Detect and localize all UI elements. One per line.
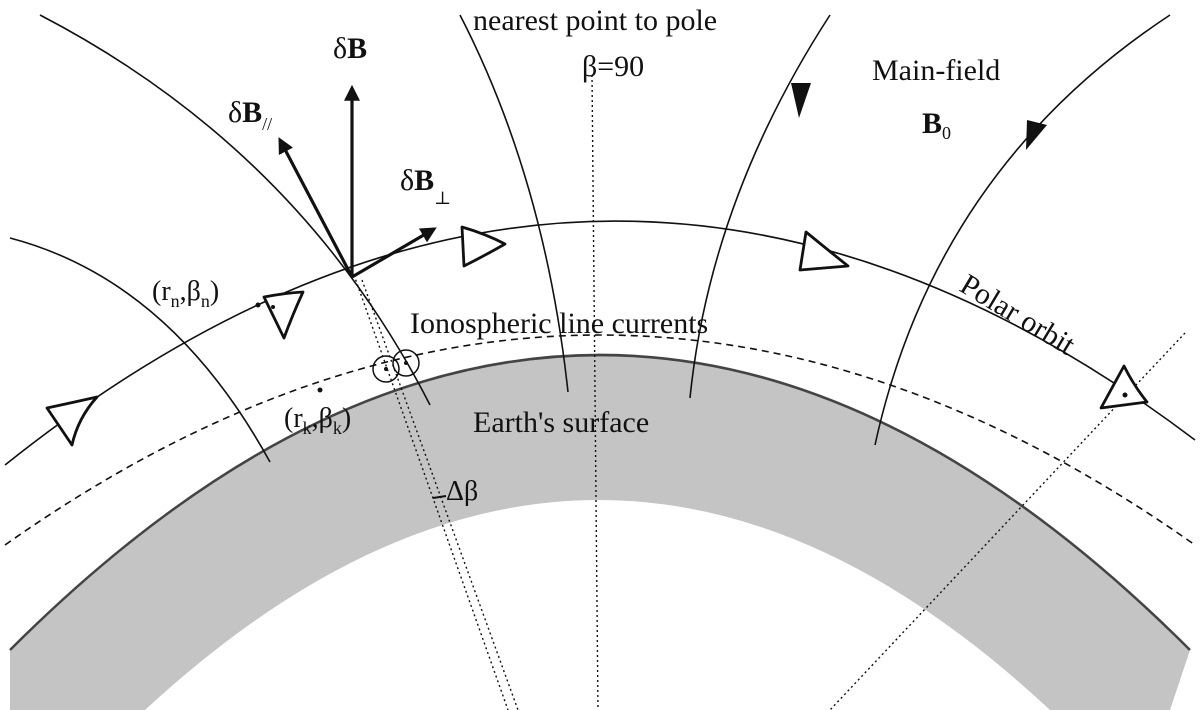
delta-beta-line-2 — [361, 279, 519, 710]
field-line-2 — [39, 14, 431, 406]
label-beta-90: β=90 — [582, 50, 644, 83]
current-circle-1 — [372, 355, 400, 383]
field-arrow-1 — [791, 83, 811, 118]
current-circle-2 — [392, 349, 420, 377]
earth-band — [10, 355, 1190, 710]
label-delta-b-parallel: δB// — [228, 96, 272, 134]
label-rk-beta-k: (rk,βk) — [284, 403, 351, 438]
label-earth-surface: Earth's surface — [473, 406, 649, 439]
current-dot-1 — [384, 367, 388, 371]
polar-orbit-path — [4, 220, 1196, 466]
vector-delta-b-parallel — [278, 137, 354, 278]
label-rn-beta-n: (rn,βn) — [152, 276, 219, 311]
satellite-3 — [460, 225, 507, 268]
satellite-5-center — [1122, 392, 1128, 398]
label-delta-b-perp: δB⊥ — [400, 164, 451, 208]
satellite-4 — [798, 230, 850, 272]
field-line-5 — [874, 14, 1171, 446]
satellite-5 — [1099, 364, 1149, 410]
vector-delta-b-perp — [351, 227, 437, 279]
label-nearest-point: nearest point to pole — [473, 4, 717, 37]
satellite-2 — [262, 290, 305, 340]
field-line-4 — [689, 14, 831, 399]
label-delta-beta: Δβ — [446, 476, 478, 507]
delta-beta-line-1 — [353, 274, 509, 710]
label-b0: B0 — [922, 107, 951, 143]
label-polar-orbit: Polar orbit — [954, 268, 1081, 362]
rn-point — [255, 302, 261, 308]
pole-line — [591, 74, 599, 710]
field-line-3 — [459, 14, 569, 393]
label-main-field: Main-field — [872, 54, 1000, 87]
field-arrow-2 — [1026, 120, 1047, 150]
label-delta-b: δB — [333, 32, 367, 65]
earth-surface-edge — [9, 353, 1191, 651]
delta-beta-tick — [432, 495, 447, 499]
current-dot-2 — [404, 361, 408, 365]
rk-point — [317, 387, 323, 393]
satellite-2-center — [271, 305, 275, 309]
label-ionospheric-currents: Ionospheric line currents — [410, 307, 708, 340]
field-line-1 — [9, 237, 271, 463]
satellite-1 — [45, 395, 99, 447]
ionosphere-line — [4, 334, 1196, 546]
